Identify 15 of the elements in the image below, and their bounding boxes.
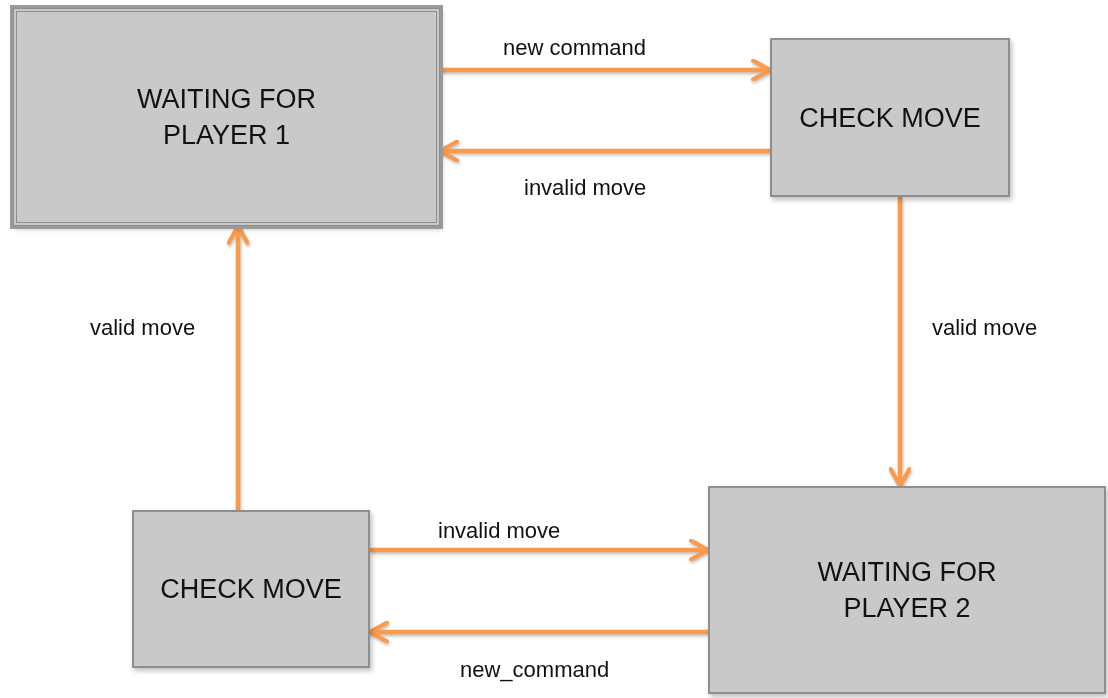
state-box xyxy=(770,38,1010,197)
initial-state-box xyxy=(13,8,440,226)
edge-label: valid move xyxy=(90,315,196,341)
edge-label: invalid move xyxy=(524,175,647,201)
edge-label: new command xyxy=(503,35,647,61)
edge-label: new_command xyxy=(460,657,610,683)
state-label: CHECK MOVE xyxy=(798,101,982,135)
edge-label: valid move xyxy=(932,315,1038,341)
state-label: CHECK MOVE xyxy=(159,573,343,606)
state-label: WAITING FOR PLAYER 2 xyxy=(816,556,998,625)
state-box xyxy=(708,486,1106,694)
state-box xyxy=(132,510,370,668)
edge-label: invalid move xyxy=(438,518,561,544)
arrow xyxy=(888,197,912,489)
state-label: WAITING FOR PLAYER 1 xyxy=(136,83,317,152)
